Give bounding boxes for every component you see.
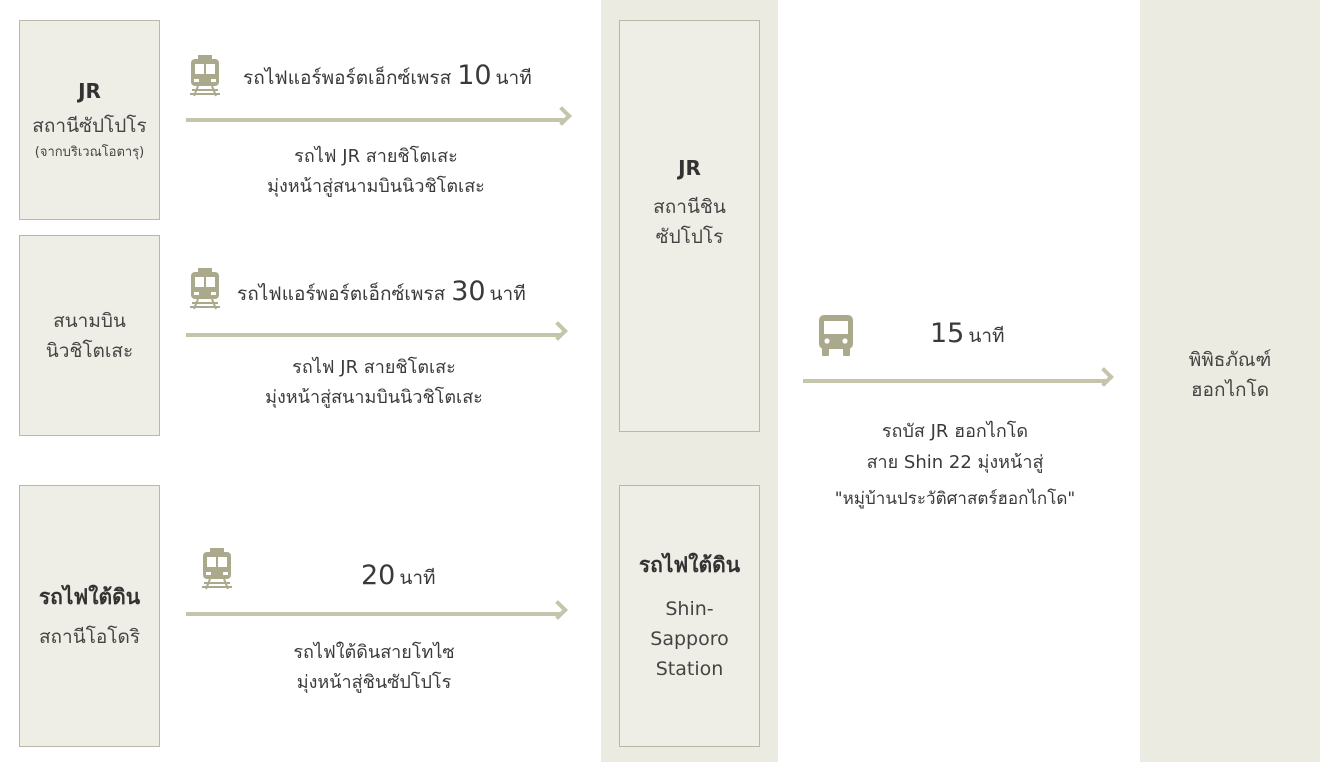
route-1-desc-line1: รถไฟ JR สายชิโตเสะ bbox=[294, 146, 458, 167]
hub-subway-line3: Station bbox=[655, 657, 724, 680]
route-4-arrow bbox=[803, 379, 1108, 383]
origin-jr-station-name: สถานีซัปโปโร bbox=[32, 114, 147, 137]
route-1-unit: นาที bbox=[495, 67, 532, 89]
route-3-desc-line1: รถไฟใต้ดินสายโทไซ bbox=[293, 642, 455, 663]
hub-jr-line2: ซัปโปโร bbox=[655, 226, 724, 248]
route-3-description: รถไฟใต้ดินสายโทไซ มุ่งหน้าสู่ชินซัปโปโร bbox=[186, 638, 562, 698]
origin-subway-title: รถไฟใต้ดิน bbox=[38, 584, 141, 609]
destination-column-band bbox=[1140, 0, 1320, 762]
hub-subway-line1: Shin- bbox=[665, 597, 714, 620]
route-4-description: รถบัส JR ฮอกไกโด สาย Shin 22 มุ่งหน้าสู่… bbox=[790, 416, 1120, 515]
route-4-minutes: 15 bbox=[930, 318, 965, 349]
destination-label: พิพิธภัณฑ์ ฮอกไกโด bbox=[1140, 345, 1320, 405]
route-2-minutes: 30 bbox=[451, 276, 486, 307]
hub-jr-line1: สถานีชิน bbox=[653, 196, 726, 218]
route-2-label: รถไฟแอร์พอร์ตเอ็กซ์เพรส 30 นาที bbox=[237, 276, 526, 309]
route-3-minutes: 20 bbox=[361, 560, 396, 591]
route-3-unit: นาที bbox=[399, 567, 436, 589]
origin-new-chitose-box: สนามบิน นิวชิโตเสะ bbox=[19, 235, 160, 436]
train-icon bbox=[190, 268, 220, 310]
route-3-desc-line2: มุ่งหน้าสู่ชินซัปโปโร bbox=[296, 672, 452, 693]
origin-subway-odori-box: รถไฟใต้ดิน สถานีโอโดริ bbox=[19, 485, 160, 747]
destination-line1: พิพิธภัณฑ์ bbox=[1188, 349, 1272, 371]
route-1-arrow bbox=[186, 118, 566, 122]
origin-subway-station-name: สถานีโอโดริ bbox=[38, 625, 141, 648]
route-2-desc-line1: รถไฟ JR สายชิโตเสะ bbox=[292, 357, 456, 378]
route-4-desc-line2: สาย Shin 22 มุ่งหน้าสู่ bbox=[866, 452, 1044, 473]
route-1-description: รถไฟ JR สายชิโตเสะ มุ่งหน้าสู่สนามบินนิว… bbox=[186, 142, 566, 202]
origin-jr-sapporo-box: JR สถานีซัปโปโร (จากบริเวณโอตารุ) bbox=[19, 20, 160, 220]
train-icon bbox=[202, 548, 232, 590]
hub-jr-title: JR bbox=[678, 156, 701, 180]
route-3-label: 20 นาที bbox=[355, 560, 436, 593]
destination-line2: ฮอกไกโด bbox=[1190, 379, 1270, 401]
train-icon bbox=[190, 55, 220, 97]
route-2-unit: นาที bbox=[489, 283, 526, 305]
route-1-service: รถไฟแอร์พอร์ตเอ็กซ์เพรส bbox=[243, 67, 452, 89]
origin-new-chitose-line1: สนามบิน bbox=[53, 309, 126, 332]
hub-subway-line2: Sapporo bbox=[650, 627, 729, 650]
origin-jr-title: JR bbox=[78, 78, 101, 103]
origin-new-chitose-line2: นิวชิโตเสะ bbox=[45, 339, 134, 362]
route-3-arrow bbox=[186, 612, 562, 616]
origin-jr-note: (จากบริเวณโอตารุ) bbox=[34, 144, 145, 160]
route-2-description: รถไฟ JR สายชิโตเสะ มุ่งหน้าสู่สนามบินนิว… bbox=[186, 353, 562, 413]
route-4-desc-line3: "หมู่บ้านประวัติศาสตร์ฮอกไกโด" bbox=[834, 489, 1076, 509]
route-2-service: รถไฟแอร์พอร์ตเอ็กซ์เพรส bbox=[237, 283, 446, 305]
route-1-label: รถไฟแอร์พอร์ตเอ็กซ์เพรส 10 นาที bbox=[243, 60, 532, 93]
route-2-desc-line2: มุ่งหน้าสู่สนามบินนิวชิโตเสะ bbox=[265, 387, 483, 408]
route-1-minutes: 10 bbox=[457, 60, 492, 91]
route-2-arrow bbox=[186, 333, 562, 337]
hub-subway-title: รถไฟใต้ดิน bbox=[638, 552, 741, 577]
hub-subway-shin-sapporo-box: รถไฟใต้ดิน Shin- Sapporo Station bbox=[619, 485, 760, 747]
route-1-desc-line2: มุ่งหน้าสู่สนามบินนิวชิโตเสะ bbox=[267, 176, 485, 197]
route-4-unit: นาที bbox=[968, 325, 1005, 347]
hub-jr-shin-sapporo-box: JR สถานีชิน ซัปโปโร bbox=[619, 20, 760, 432]
bus-icon bbox=[819, 315, 853, 356]
route-4-desc-line1: รถบัส JR ฮอกไกโด bbox=[881, 421, 1029, 442]
route-4-label: 15 นาที bbox=[930, 318, 1005, 351]
